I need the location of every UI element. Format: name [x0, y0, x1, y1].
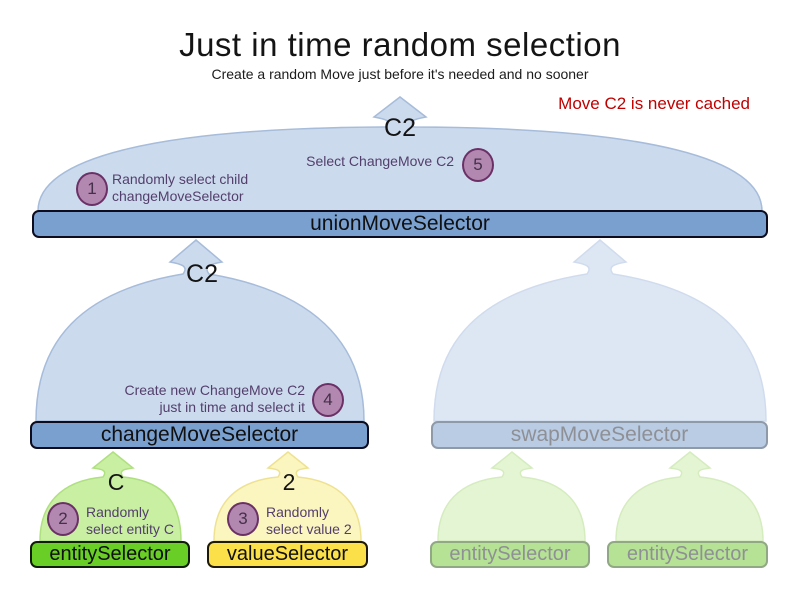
value-selector-bar: valueSelector	[207, 541, 368, 568]
step-text-4-line1: Create new ChangeMove C2	[124, 382, 305, 398]
change-funnel-arrow-shape	[35, 239, 365, 422]
never-cached-note: Move C2 is never cached	[558, 94, 750, 113]
step-circle-5: 5	[462, 148, 494, 182]
step-number-3: 3	[238, 509, 248, 528]
step-text-1-line1: Randomly select child	[112, 171, 249, 187]
union-move-selector-label: unionMoveSelector	[310, 212, 490, 235]
value-selector-label: valueSelector	[226, 543, 349, 565]
union-move-selector-bar: unionMoveSelector	[32, 210, 768, 238]
faded-entity-selector-bar-left: entitySelector	[430, 541, 590, 568]
step-number-1: 1	[87, 179, 97, 198]
union-output-label: C2	[384, 114, 416, 142]
step-text-3-line1: Randomly	[266, 504, 330, 520]
change-move-selector-label: changeMoveSelector	[100, 423, 299, 446]
union-funnel-arrow-shape	[37, 96, 763, 212]
faded-entity-selector-bar-right: entitySelector	[607, 541, 768, 568]
step-circle-2: 2	[47, 502, 79, 536]
entity-selector-label: entitySelector	[49, 543, 171, 565]
step-text-2-line2: select entity C	[86, 521, 174, 537]
page-title: Just in time random selection	[179, 26, 621, 63]
step-text-2: Randomly select entity C	[86, 504, 196, 538]
step-number-2: 2	[58, 509, 68, 528]
faded-entity-selector-left-label: entitySelector	[449, 543, 571, 565]
swap-move-selector-bar: swapMoveSelector	[431, 421, 768, 449]
step-number-4: 4	[323, 390, 333, 409]
step-text-4-line2: just in time and select it	[159, 399, 305, 415]
entity-selector-bar: entitySelector	[30, 541, 190, 568]
swap-funnel-arrow-shape	[433, 239, 767, 422]
step-text-5-line1: Select ChangeMove C2	[306, 153, 454, 169]
step-text-5: Select ChangeMove C2	[289, 153, 454, 170]
step-number-5: 5	[473, 155, 483, 174]
step-text-4: Create new ChangeMove C2 just in time an…	[119, 382, 305, 416]
change-output-label: C2	[186, 260, 218, 288]
value-output-label: 2	[282, 469, 296, 495]
step-text-3: Randomly select value 2	[266, 504, 376, 538]
step-circle-1: 1	[76, 172, 108, 206]
swap-move-selector-label: swapMoveSelector	[510, 423, 689, 446]
page-subtitle: Create a random Move just before it's ne…	[211, 66, 589, 82]
step-text-3-line2: select value 2	[266, 521, 352, 537]
step-text-1-line2: changeMoveSelector	[112, 188, 244, 204]
step-text-1: Randomly select child changeMoveSelector	[112, 171, 282, 205]
faded-entity-selector-right-label: entitySelector	[626, 543, 749, 565]
step-circle-3: 3	[227, 502, 259, 536]
entity-output-label: C	[107, 469, 125, 495]
faded-entity-funnel-left-arrow-shape	[437, 451, 586, 542]
step-text-2-line1: Randomly	[86, 504, 150, 520]
step-circle-4: 4	[312, 383, 344, 417]
faded-entity-funnel-right-arrow-shape	[615, 451, 764, 542]
change-move-selector-bar: changeMoveSelector	[30, 421, 369, 449]
